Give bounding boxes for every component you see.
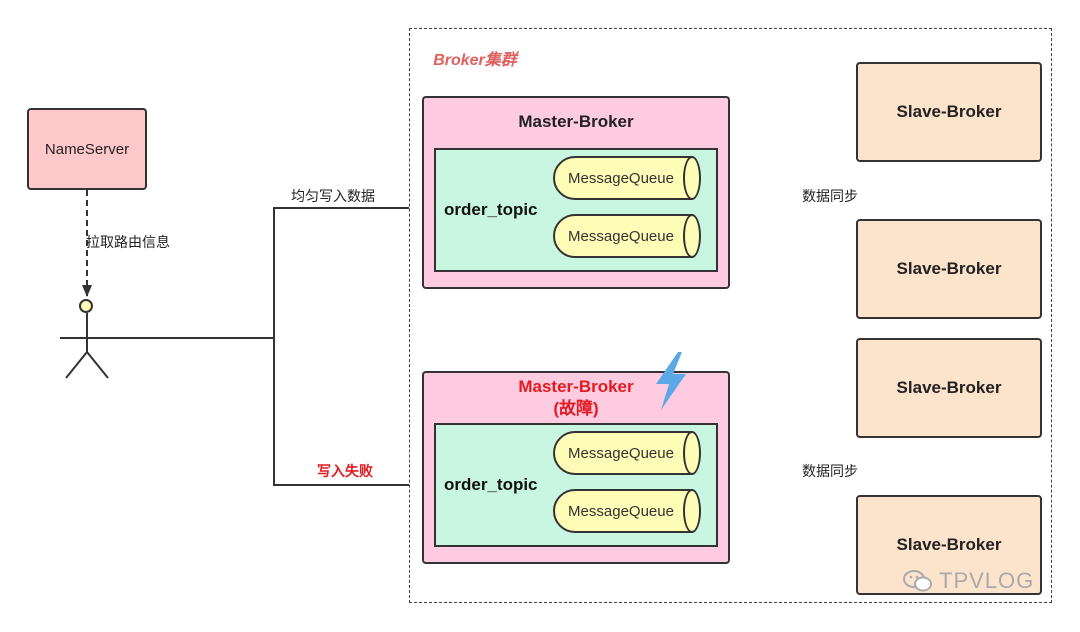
master-broker-1: Master-Broker order_topic MessageQueue M… — [422, 96, 730, 289]
sync-label-2: 数据同步 — [802, 463, 858, 479]
message-queue-1a: MessageQueue — [553, 156, 701, 200]
watermark-text: TPVLOG — [939, 568, 1035, 593]
nameserver-node: NameServer — [27, 108, 147, 190]
slave-broker-1a: Slave-Broker — [856, 62, 1042, 162]
slave-broker-2b: Slave-Broker — [856, 495, 1042, 595]
message-queue-1b: MessageQueue — [553, 214, 701, 258]
write-fail-label: 写入失败 — [317, 463, 373, 479]
actor-left-leg — [65, 351, 88, 379]
write-fail-arrow — [273, 338, 433, 490]
message-queue-2a: MessageQueue — [553, 431, 701, 475]
topic-label-1: order_topic — [444, 200, 538, 219]
watermark: TPVLOG — [903, 568, 1034, 594]
master-broker-2: Master-Broker (故障) order_topic MessageQu… — [422, 371, 730, 564]
write-even-arrow — [273, 203, 433, 338]
actor-right-leg — [86, 351, 109, 379]
pull-route-label: 拉取路由信息 — [86, 234, 170, 250]
topic-box-1: order_topic MessageQueue MessageQueue — [434, 148, 718, 272]
lightning-icon — [656, 352, 686, 410]
sync-label-1: 数据同步 — [802, 188, 858, 204]
master-broker-2-title: Master-Broker — [518, 377, 634, 396]
message-queue-2b: MessageQueue — [553, 489, 701, 533]
master-broker-1-title: Master-Broker — [518, 112, 634, 131]
slave-broker-1b: Slave-Broker — [856, 219, 1042, 319]
topic-box-2: order_topic MessageQueue MessageQueue — [434, 423, 718, 547]
producer-actor-head — [79, 299, 93, 313]
slave-broker-2a: Slave-Broker — [856, 338, 1042, 438]
master-broker-2-status: (故障) — [553, 399, 599, 418]
wechat-icon — [903, 570, 932, 592]
topic-label-2: order_topic — [444, 475, 538, 494]
write-even-label: 均匀写入数据 — [291, 188, 375, 204]
nameserver-label: NameServer — [44, 140, 130, 158]
